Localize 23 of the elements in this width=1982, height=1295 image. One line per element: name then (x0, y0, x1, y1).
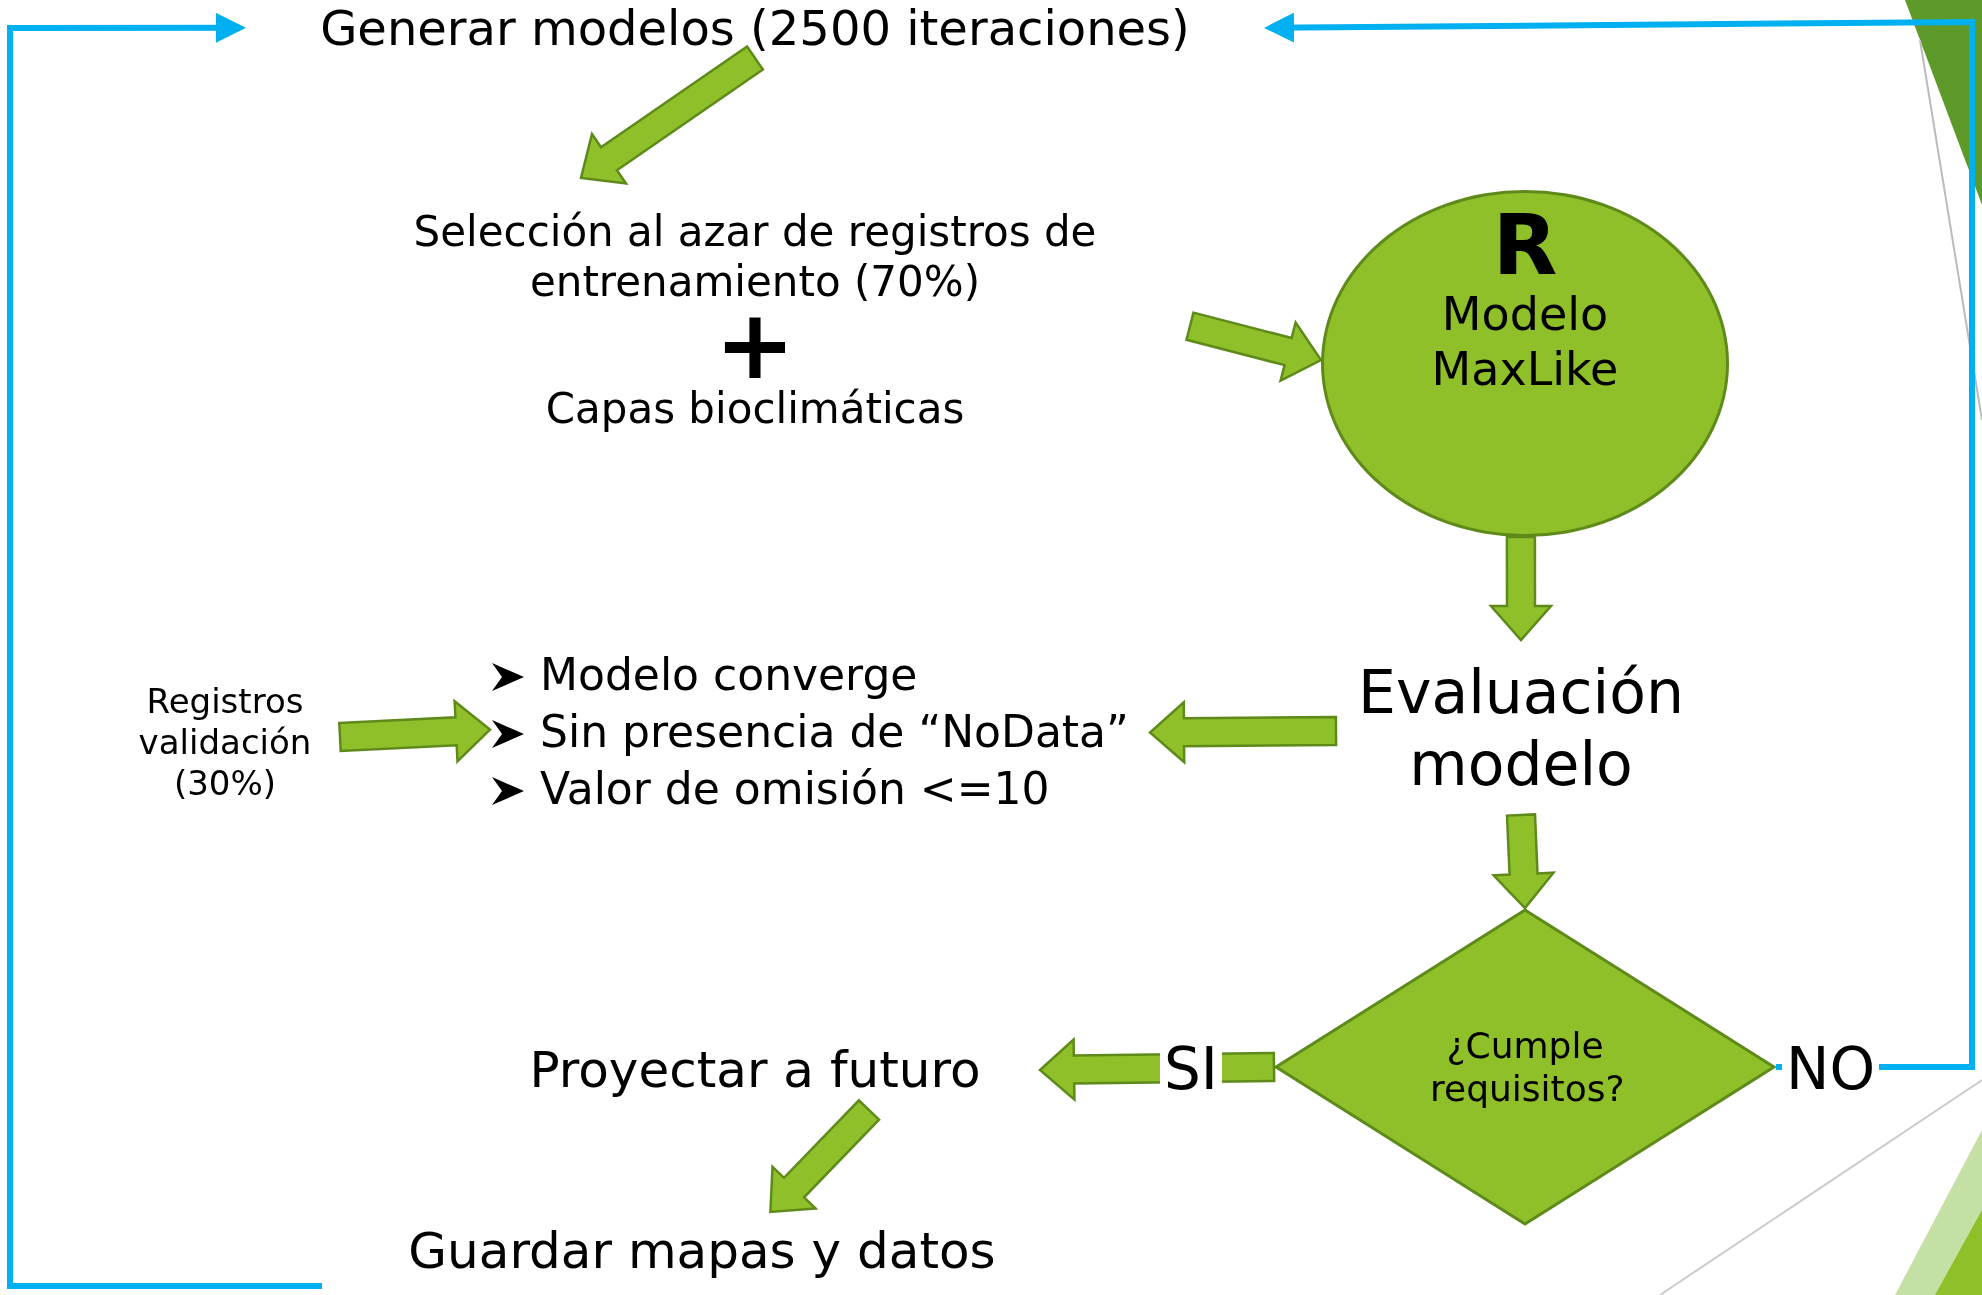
letter-mark: R (1492, 203, 1558, 287)
connector-arrow (1264, 12, 1975, 1070)
step-text: Registros validación (30%) (110, 650, 340, 835)
block-arrow (338, 698, 492, 765)
criterion-text: Sin presencia de “NoData” (540, 706, 1129, 759)
step-text: Evaluación modelo (1336, 640, 1706, 815)
step-text: Selección al azar de registros de entrenamiento (70%) (412, 206, 1098, 308)
block-arrow (769, 1098, 881, 1214)
connector-arrow (7, 12, 322, 1290)
criterion-text: Modelo converge (540, 649, 918, 703)
block-arrow (1184, 311, 1323, 383)
block-arrow (579, 44, 765, 185)
block-arrow (1490, 813, 1557, 910)
decision-text: ¿Cumple requisitos? (1430, 1023, 1620, 1111)
step-text: Capas bioclimáticas (545, 384, 965, 435)
step-text: Guardar mapas y datos (322, 1212, 1082, 1290)
plus-sign: + (714, 307, 796, 385)
block-arrow (1148, 699, 1338, 765)
process-text: Modelo MaxLike (1430, 287, 1620, 398)
step-text: Proyectar a futuro (470, 1030, 1040, 1110)
step-text: Generar modelos (2500 iteraciones) (240, 0, 1270, 58)
criterion-text: Valor de omisión <=10 (540, 762, 1050, 816)
block-arrow (1488, 535, 1554, 642)
